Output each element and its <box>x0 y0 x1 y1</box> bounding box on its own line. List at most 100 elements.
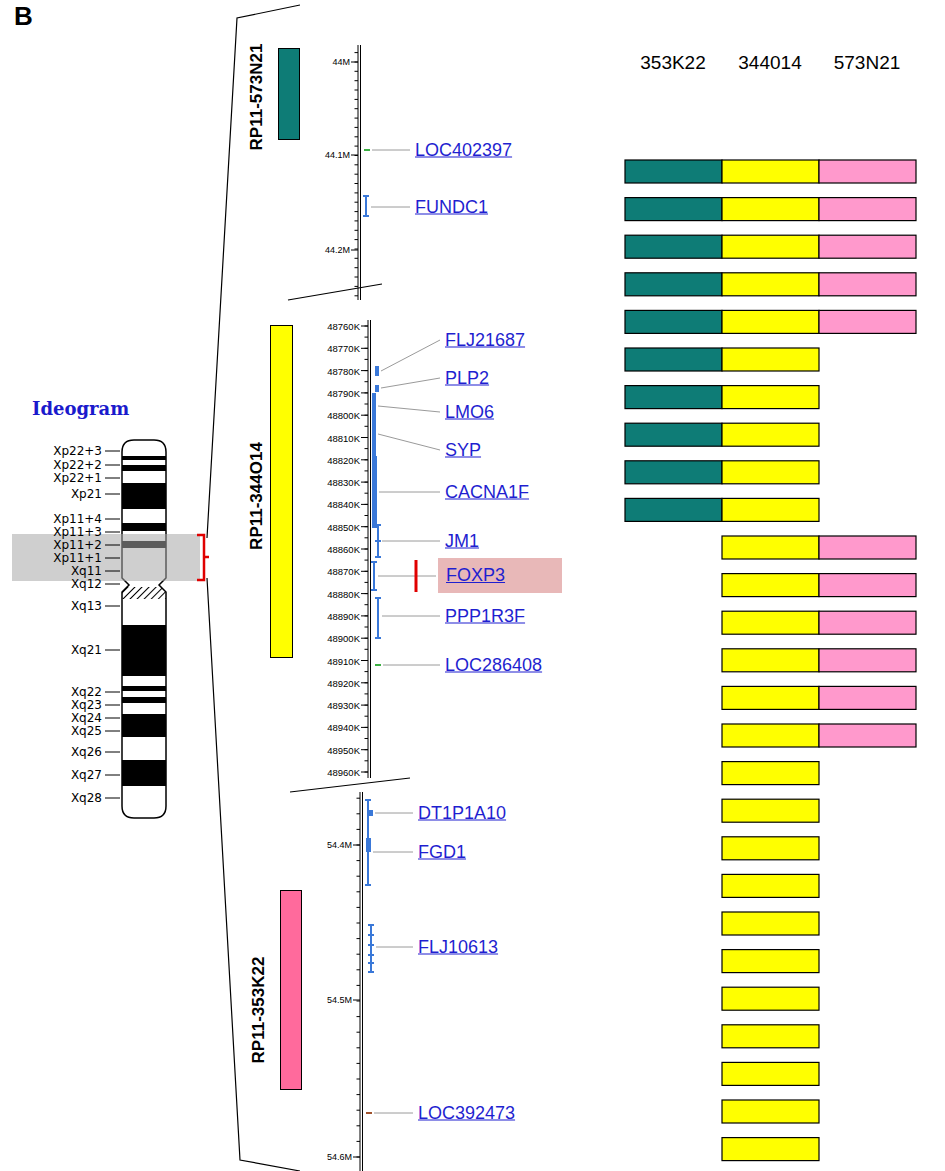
clone-bar <box>722 724 819 747</box>
axis-tick-label: 44M <box>332 57 350 67</box>
axis-tick-label: 48760K <box>327 321 360 332</box>
axis-tick-label: 48870K <box>327 566 360 577</box>
band-label: Xq11 <box>71 564 102 578</box>
axis-tick-label: 48780K <box>327 365 360 376</box>
axis-tick-label: 48810K <box>327 432 360 443</box>
ruler-ticks <box>351 53 358 296</box>
gene-name: FOXP3 <box>438 565 513 586</box>
panel-letter: B <box>14 1 33 32</box>
clone-bar <box>819 160 916 183</box>
clone-bar <box>722 386 819 409</box>
clone-bar <box>722 762 819 785</box>
axis-tick-label: 48860K <box>327 544 360 555</box>
leader-line <box>381 340 440 371</box>
clone-bar <box>819 198 916 221</box>
clone-bar <box>722 235 819 258</box>
dark-band <box>118 714 170 737</box>
gene-name: DT1P1A10 <box>418 803 506 824</box>
axis-tick-label: 48820K <box>327 454 360 465</box>
axis-tick-label: 48800K <box>327 410 360 421</box>
leader-line <box>372 150 410 151</box>
clone-bar <box>722 198 819 221</box>
axis-tick-label: 48950K <box>327 744 360 755</box>
clone-bar <box>625 348 722 371</box>
band-label: Xq23 <box>71 698 102 712</box>
clone-bar: RP11-573N21 <box>278 48 300 140</box>
clone-bar: RP11-353K22 <box>280 890 302 1090</box>
dark-band <box>118 625 170 676</box>
clone-bar <box>722 574 819 597</box>
chromosome-bands <box>118 436 170 822</box>
gene-marker <box>375 598 381 638</box>
ruler-ticks <box>361 326 368 772</box>
clone-header: 344014 <box>738 52 801 74</box>
axis-tick-label: 54.5M <box>327 995 352 1005</box>
clone-bar <box>722 461 819 484</box>
dark-band <box>118 465 170 471</box>
clone-bar <box>722 273 819 296</box>
band-label: Xp11+1 <box>53 551 102 565</box>
leader-line <box>381 378 440 388</box>
clone-bar <box>819 611 916 634</box>
clone-bar <box>625 273 722 296</box>
band-label: Xq21 <box>71 643 102 657</box>
clone-name: RP11-353K22 <box>249 957 269 1064</box>
band-label: Xp11+4 <box>53 512 102 526</box>
axis-tick-label: 48910K <box>327 655 360 666</box>
axis-tick-label: 54.4M <box>327 840 352 850</box>
axis-tick-label: 48850K <box>327 521 360 532</box>
ruler-ticks <box>353 798 360 1157</box>
axis-tick-label: 44.1M <box>325 150 350 160</box>
gene-name: LMO6 <box>445 402 494 423</box>
clone-header: 573N21 <box>834 52 901 74</box>
gene-name: FLJ21687 <box>445 330 525 351</box>
axis-tick-label: 48790K <box>327 387 360 398</box>
clone-bar <box>722 987 819 1010</box>
gene-marker <box>375 525 381 557</box>
gene-highlight-bar <box>415 560 418 592</box>
leader-line <box>373 852 413 853</box>
axis-tick-label: 48880K <box>327 588 360 599</box>
axis-tick-label: 48770K <box>327 343 360 354</box>
clone-bar <box>819 235 916 258</box>
clone-bar: RP11-344O14 <box>270 325 293 658</box>
gene-name: SYP <box>445 440 481 461</box>
gene-marker <box>366 1112 372 1114</box>
band-label: Xp11+2 <box>53 538 102 552</box>
leader-line <box>379 492 440 493</box>
gene-name: FGD1 <box>418 842 466 863</box>
clone-bar <box>625 310 722 333</box>
panel-separator <box>290 778 410 792</box>
clone-bar <box>625 498 722 521</box>
region-bracket <box>197 535 209 580</box>
gene-name: FLJ10613 <box>418 937 498 958</box>
clone-bar <box>625 386 722 409</box>
clone-bar <box>625 423 722 446</box>
gene-marker <box>375 385 379 392</box>
gene-name: CACNA1F <box>445 482 529 503</box>
clone-bar <box>625 461 722 484</box>
gene-marker <box>363 196 369 216</box>
gene-marker <box>364 149 370 151</box>
gene-name: LOC402397 <box>415 140 512 161</box>
dark-band <box>118 483 170 509</box>
clone-bar <box>722 1138 819 1161</box>
band-tick <box>105 451 120 798</box>
gene-name: PPP1R3F <box>445 606 525 627</box>
band-label: Xq28 <box>71 791 102 805</box>
panel-separator <box>288 284 382 300</box>
chromosome-outline <box>122 440 166 818</box>
coordinate-ruler <box>358 45 361 300</box>
axis-tick-label: 48840K <box>327 499 360 510</box>
clone-bar <box>722 611 819 634</box>
clone-bar <box>722 160 819 183</box>
band-label: Xp11+3 <box>53 525 102 539</box>
band-label: Xp21 <box>71 487 102 501</box>
clone-bar <box>819 536 916 559</box>
gene-marker <box>375 664 381 666</box>
gene-marker <box>375 366 379 376</box>
axis-tick-label: 48920K <box>327 677 360 688</box>
clone-bar <box>722 310 819 333</box>
gene-marker <box>365 800 371 885</box>
gene-name: FUNDC1 <box>415 197 488 218</box>
